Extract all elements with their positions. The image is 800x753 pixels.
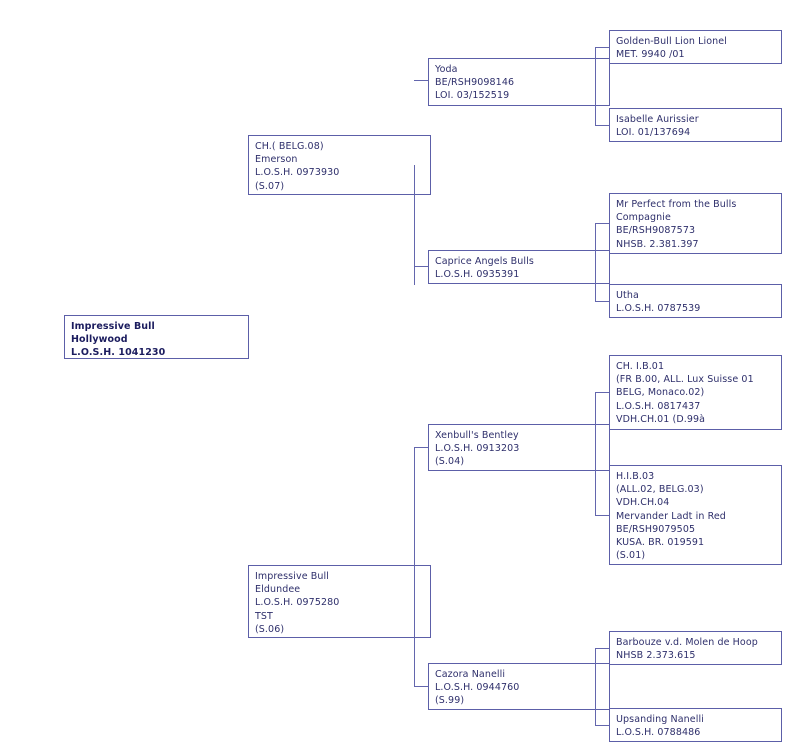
pedigree-node-sire-sire-dam[interactable]: Isabelle Aurissier LOI. 01/137694	[609, 108, 782, 142]
connector-sire-sire	[414, 80, 428, 81]
pedigree-node-dam-dam-dam[interactable]: Upsanding Nanelli L.O.S.H. 0788486	[609, 708, 782, 742]
connector-ddd	[595, 725, 609, 726]
connector-dam-dam	[414, 686, 428, 687]
connector-sdd	[595, 301, 609, 302]
pedigree-node-root[interactable]: Impressive Bull Hollywood L.O.S.H. 10412…	[64, 315, 249, 359]
pedigree-node-sire[interactable]: CH.( BELG.08) Emerson L.O.S.H. 0973930 (…	[248, 135, 431, 195]
pedigree-node-sire-dam-dam[interactable]: Utha L.O.S.H. 0787539	[609, 284, 782, 318]
pedigree-node-dam-sire-dam[interactable]: H.I.B.03 (ALL.02, BELG.03) VDH.CH.04 Mer…	[609, 465, 782, 565]
connector-sire-dam	[414, 266, 428, 267]
connector-dsd	[595, 515, 609, 516]
pedigree-node-sire-sire-sire[interactable]: Golden-Bull Lion Lionel MET. 9940 /01	[609, 30, 782, 64]
connector-dds	[595, 648, 609, 649]
connector-ssd	[595, 47, 609, 48]
connector-dam-sire	[414, 447, 428, 448]
pedigree-node-sire-dam[interactable]: Caprice Angels Bulls L.O.S.H. 0935391	[428, 250, 610, 284]
pedigree-node-sire-dam-sire[interactable]: Mr Perfect from the Bulls Compagnie BE/R…	[609, 193, 782, 254]
pedigree-node-dam-dam-sire[interactable]: Barbouze v.d. Molen de Hoop NHSB 2.373.6…	[609, 631, 782, 665]
connector-ssd2	[595, 125, 609, 126]
pedigree-node-sire-sire[interactable]: Yoda BE/RSH9098146 LOI. 03/152519	[428, 58, 610, 106]
pedigree-node-dam-sire-sire[interactable]: CH. I.B.01 (FR B.00, ALL. Lux Suisse 01 …	[609, 355, 782, 430]
pedigree-node-dam-dam[interactable]: Cazora Nanelli L.O.S.H. 0944760 (S.99)	[428, 663, 610, 710]
connector-dss	[595, 392, 609, 393]
pedigree-node-dam[interactable]: Impressive Bull Eldundee L.O.S.H. 097528…	[248, 565, 431, 638]
pedigree-node-dam-sire[interactable]: Xenbull's Bentley L.O.S.H. 0913203 (S.04…	[428, 424, 610, 471]
connector-sds	[595, 223, 609, 224]
